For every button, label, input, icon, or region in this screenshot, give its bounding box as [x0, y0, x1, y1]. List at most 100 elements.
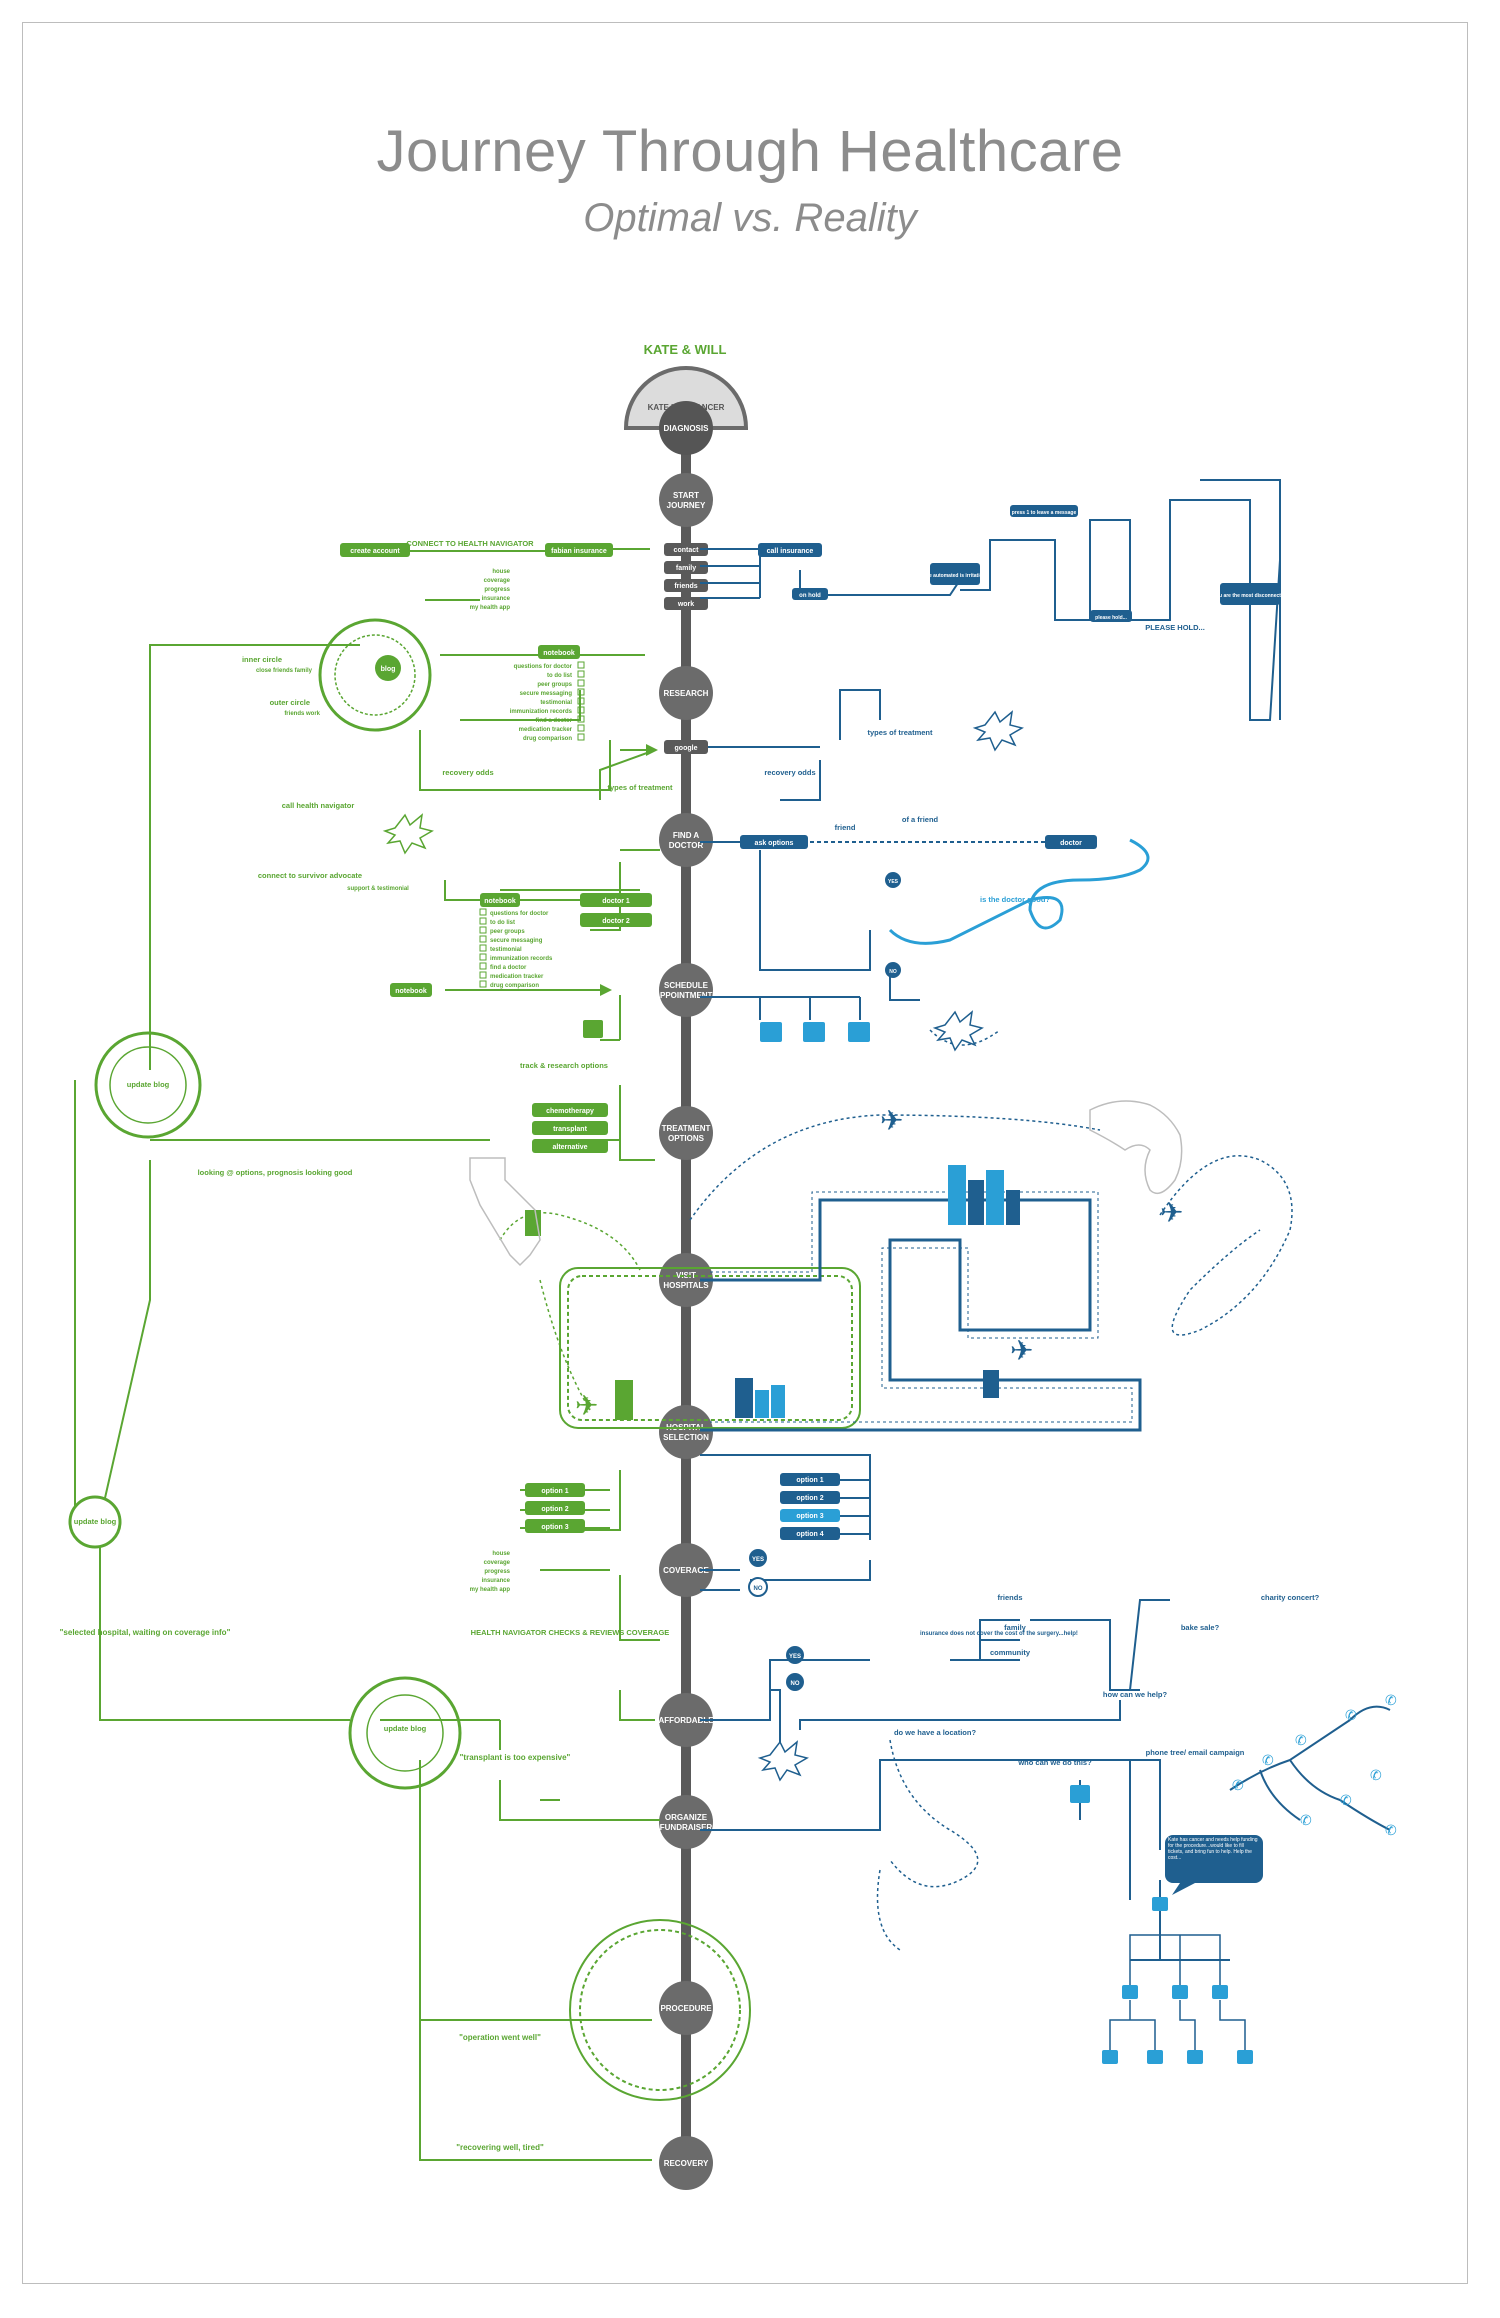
contact-pill-label: work: [677, 601, 694, 608]
list-item: insurance: [482, 596, 511, 602]
checkbox-icon[interactable]: [577, 724, 585, 732]
list-item: medication tracker: [490, 974, 544, 980]
checkbox-icon[interactable]: [479, 926, 487, 934]
location-label: do we have a location?: [894, 1728, 977, 1737]
disconnected-pill: you are the most disconnected: [1213, 593, 1287, 599]
burst-icon: [972, 710, 1024, 752]
contact-pill-label: family: [676, 565, 696, 572]
checkbox-icon[interactable]: [479, 908, 487, 916]
insurance-note-label: insurance does not cover the cost of the…: [920, 1631, 1078, 1637]
list-item: immunization records: [510, 709, 573, 715]
fundraiser-bubble: Kate has cancer and needs help funding f…: [1165, 1835, 1263, 1895]
list-item: immunization records: [490, 956, 553, 962]
charity-concert-label: charity concert?: [1261, 1593, 1320, 1602]
inner-circle-label: inner circle: [242, 655, 282, 664]
checkbox-icon[interactable]: [577, 679, 585, 687]
notebook-pill-3: notebook: [395, 988, 427, 995]
airplane-icon: ✈: [880, 1104, 903, 1137]
list-item: progress: [484, 587, 510, 593]
calendar-icon: [848, 1022, 870, 1042]
list-item: drug comparison: [490, 983, 539, 989]
checkbox-icon[interactable]: [479, 935, 487, 943]
please-hold-label: PLEASE HOLD...: [1145, 623, 1205, 632]
contact-pill-friends: [664, 579, 708, 592]
stage-label-schedule: SCHEDULE: [664, 981, 709, 990]
stage-node-coverage: [659, 1543, 713, 1597]
stage-label-affordable: AFFORDABLE: [658, 1716, 714, 1725]
checkbox-icon[interactable]: [577, 688, 585, 696]
checkbox-icon[interactable]: [577, 715, 585, 723]
checkbox-icon[interactable]: [479, 944, 487, 952]
checkbox-icon[interactable]: [479, 962, 487, 970]
stage-label-organize: ORGANIZE: [665, 1813, 708, 1822]
list-item: questions for doctor: [514, 664, 573, 670]
burst-icon: [757, 1740, 809, 1782]
option-2-pill-blue: option 2: [796, 1495, 823, 1502]
poster-frame: [22, 22, 1468, 2284]
create-account-button[interactable]: create account: [350, 548, 400, 555]
option-4-pill-blue: option 4: [796, 1531, 823, 1538]
notebook-pill-2: notebook: [484, 898, 516, 905]
california-outline: [469, 1157, 541, 1267]
quote-transplant: "transplant is too expensive": [460, 1753, 571, 1762]
chemotherapy-pill: chemotherapy: [546, 1108, 594, 1115]
stage-label-coverage: COVERAGE: [663, 1566, 709, 1575]
track-research-label: track & research options: [520, 1061, 608, 1070]
stage-label-research: RESEARCH: [664, 689, 709, 698]
checkbox-icon[interactable]: [577, 670, 585, 678]
recovery-odds-green: recovery odds: [442, 768, 493, 777]
update-blog-hub-2-label: update blog: [74, 1517, 117, 1526]
decorative-flights: [499, 1029, 1293, 1951]
checkbox-icon[interactable]: [479, 953, 487, 961]
friends-label: friends: [997, 1593, 1022, 1602]
stage-node-find: [659, 813, 713, 867]
on-hold-pill: on hold: [799, 593, 821, 599]
checkbox-icon[interactable]: [479, 971, 487, 979]
phone-icon: ✆: [1345, 1708, 1357, 1724]
list-item: my health app: [470, 1587, 511, 1593]
checkbox-icon[interactable]: [577, 661, 585, 669]
stage-label-start: JOURNEY: [667, 501, 706, 510]
stage-label-treatment: TREATMENT: [662, 1124, 711, 1133]
types-treatment-blue: types of treatment: [867, 728, 933, 737]
stage-label-recovery: RECOVERY: [664, 2159, 709, 2168]
reality-path: [700, 479, 1281, 1961]
transplant-pill: transplant: [553, 1126, 588, 1133]
contact-pill-family: [664, 561, 708, 574]
checkbox-icon[interactable]: [479, 980, 487, 988]
checkbox-icon[interactable]: [577, 697, 585, 705]
community-label: community: [990, 1648, 1031, 1657]
update-blog-hub-1: [94, 1031, 202, 1139]
please-hold-pill: please hold...: [1095, 615, 1127, 621]
contact-pills: contact family friends work: [664, 543, 708, 610]
checkbox-icon[interactable]: [479, 917, 487, 925]
doctor-2-pill: doctor 2: [602, 918, 630, 925]
reconnect-pill: fabian insurance: [551, 548, 607, 555]
checkbox-icon[interactable]: [577, 706, 585, 714]
phone-tree: [1109, 1910, 1246, 2050]
no-badge-2: NO: [791, 1681, 800, 1687]
checkbox-icon[interactable]: [577, 733, 585, 741]
blog-hub-label: blog: [381, 666, 396, 673]
list-item: find a doctor: [490, 965, 527, 971]
outer-circle-sub: friends work: [284, 711, 320, 717]
stage-node-research: [659, 666, 713, 720]
ask-options-pill: ask options: [755, 840, 794, 847]
doctor-trail: [888, 838, 1150, 945]
building-icon: [986, 1170, 1004, 1225]
of-a-friend-label: of a friend: [902, 815, 939, 824]
list-item: secure messaging: [520, 691, 573, 697]
doctor-pill: doctor: [1060, 840, 1082, 847]
contact-pill-label: contact: [674, 547, 700, 554]
call-insurance-pill: call insurance: [767, 548, 814, 555]
list-item: peer groups: [537, 682, 572, 688]
contact-pill-label: friends: [674, 583, 697, 590]
page-title: Journey Through Healthcare: [376, 119, 1124, 184]
list-item: progress: [484, 1569, 510, 1575]
update-blog-hub-1-label: update blog: [127, 1080, 170, 1089]
burst-icon: [382, 813, 434, 855]
list-item: testimonial: [490, 947, 522, 953]
